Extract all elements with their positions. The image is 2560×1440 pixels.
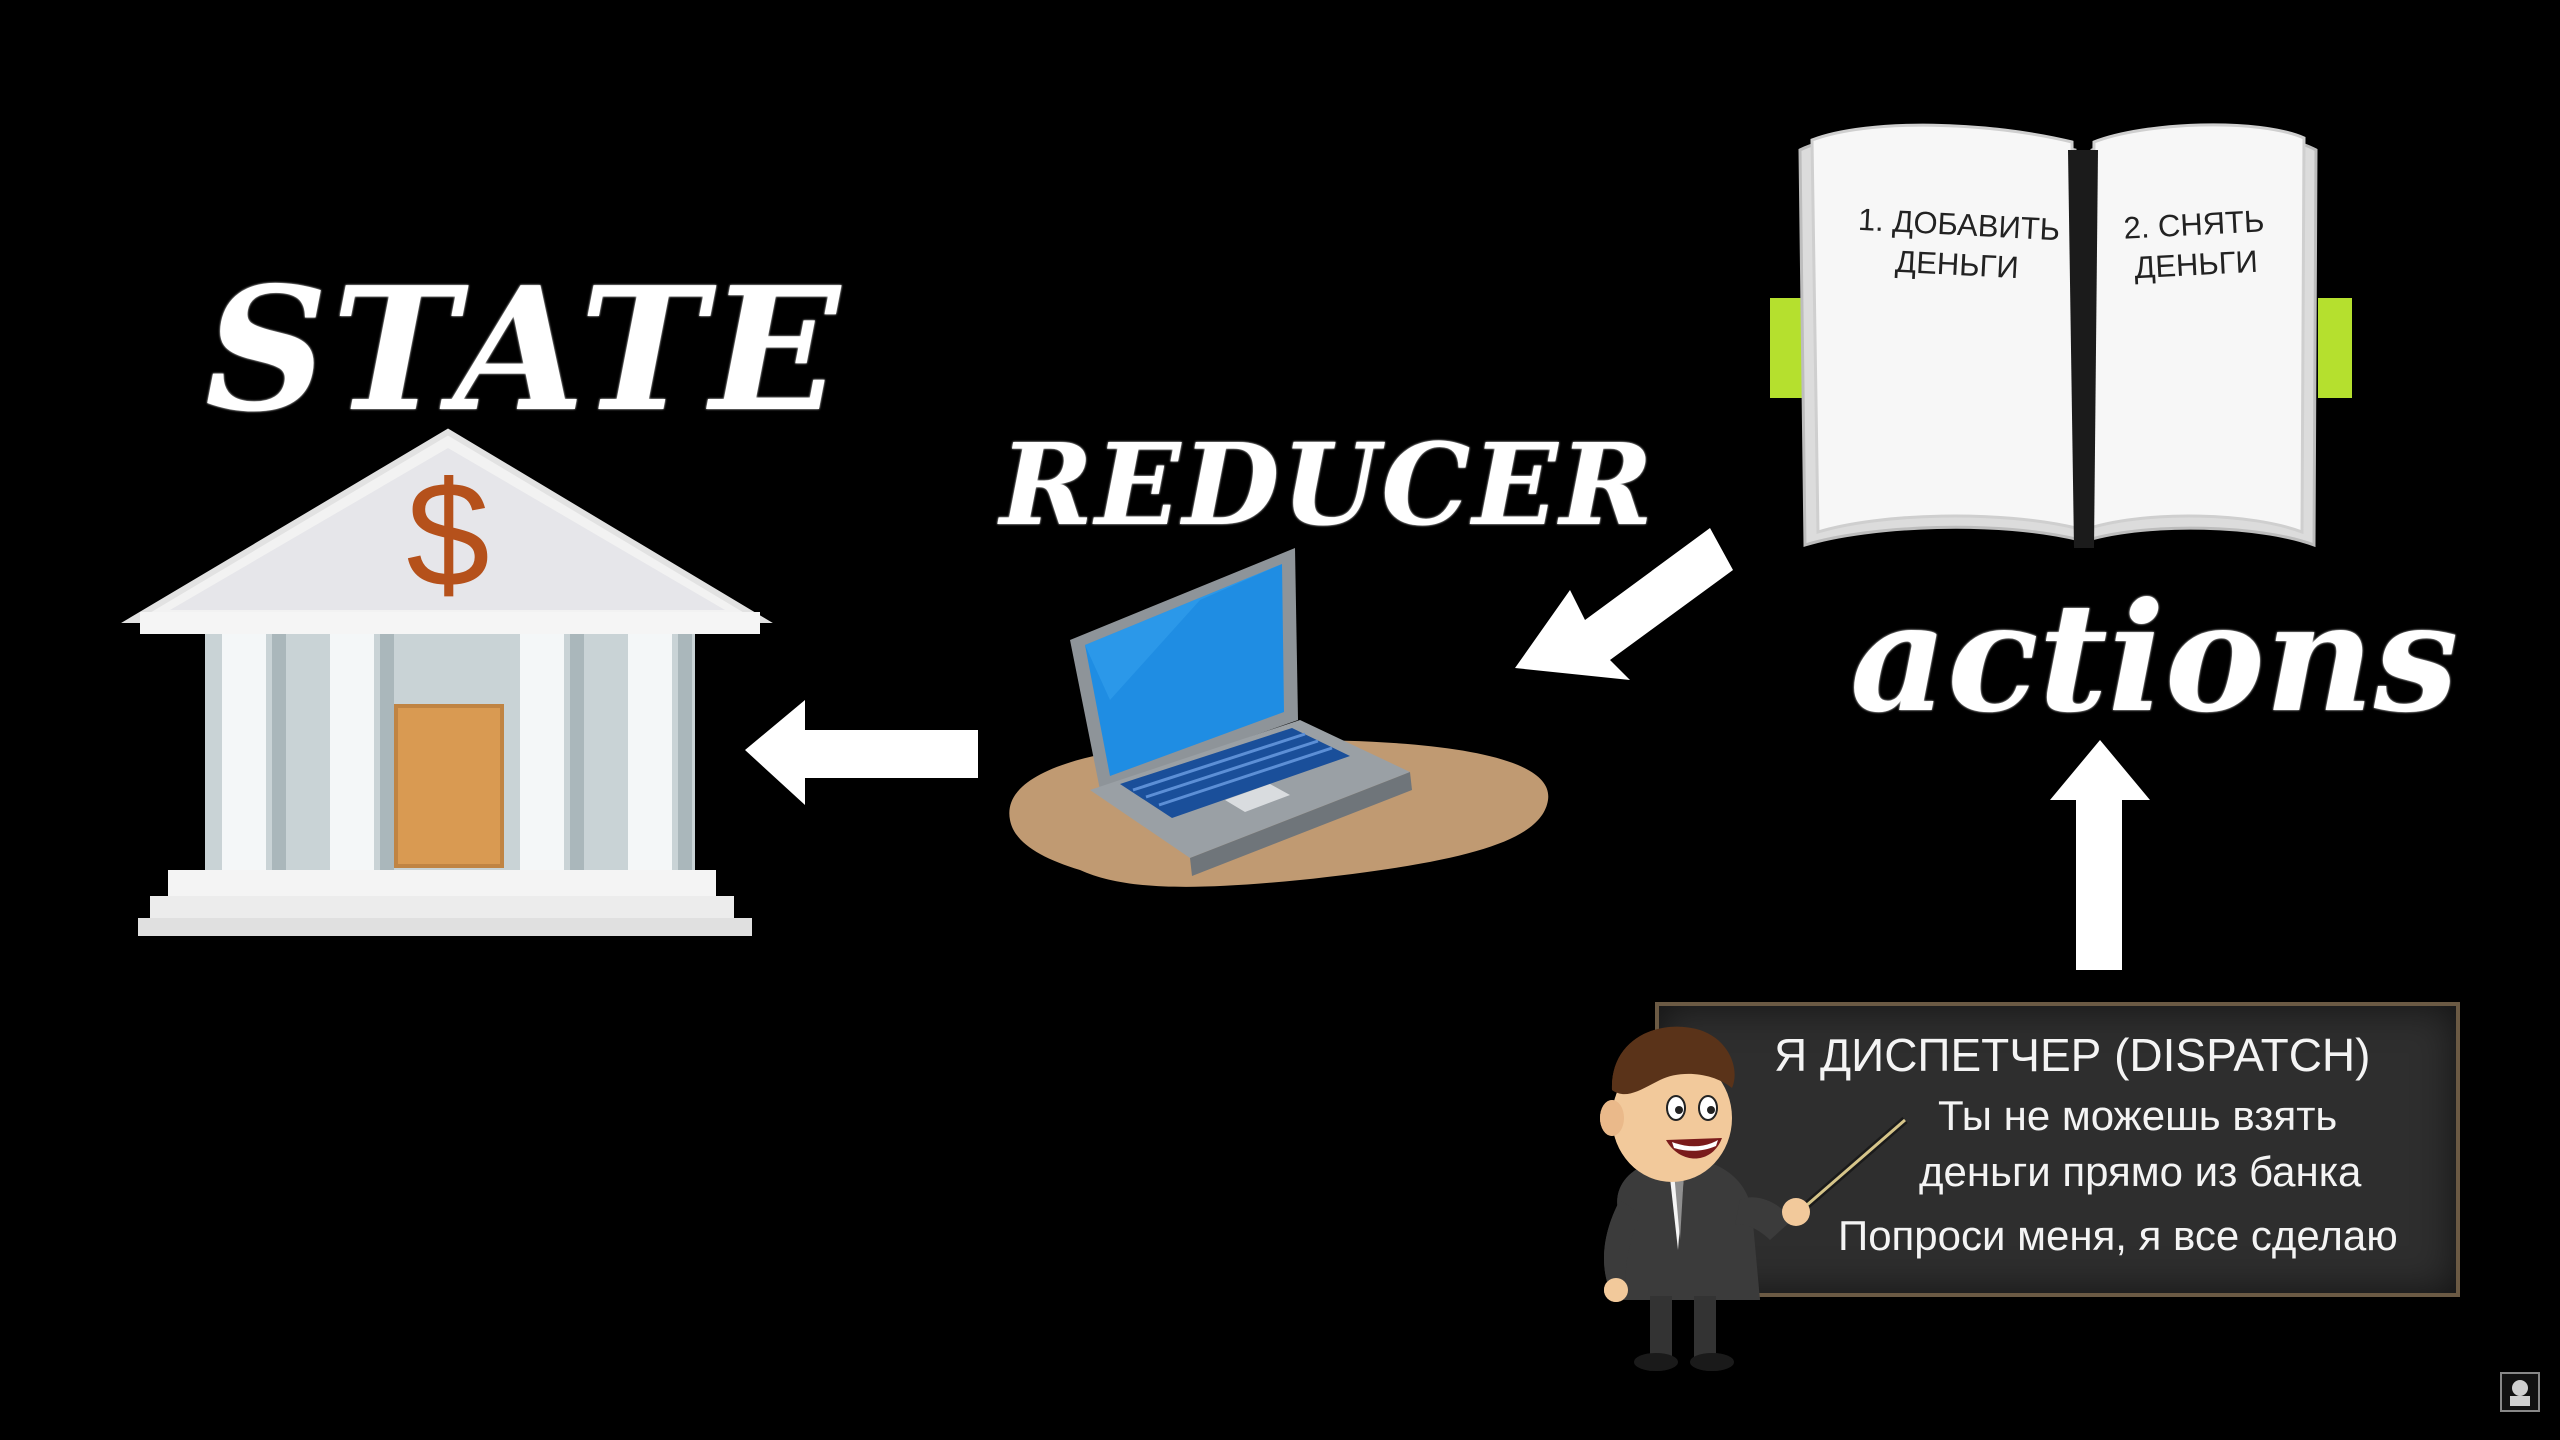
- arrow-dispatch-to-actions: [2050, 740, 2150, 970]
- arrow-reducer-to-state: [745, 700, 978, 805]
- open-book-icon: [1770, 123, 2352, 548]
- board-title: Я ДИСПЕТЧЕР (DISPATCH): [1774, 1029, 2371, 1081]
- dollar-sign-icon: $: [406, 450, 489, 618]
- reducer-label: REDUCER: [1000, 420, 1655, 551]
- laptop-icon: [1009, 548, 1549, 887]
- channel-logo-icon[interactable]: [2500, 1372, 2540, 1412]
- actions-label: actions: [1850, 570, 2459, 746]
- bank-icon: [121, 428, 773, 936]
- arrow-actions-to-reducer: [1515, 528, 1733, 680]
- book-page-add-money: 1. ДОБАВИТЬ ДЕНЬГИ: [1857, 201, 2061, 286]
- svg-text:$: $: [406, 450, 489, 618]
- board-line-3: Попроси меня, я все сделаю: [1838, 1212, 2398, 1259]
- board-line-2: деньги прямо из банка: [1919, 1148, 2362, 1195]
- state-label: STATE: [205, 250, 844, 450]
- dispatch-chalkboard: [1655, 1002, 2460, 1297]
- board-line-1: Ты не можешь взять: [1938, 1092, 2338, 1139]
- book-page-withdraw-money: 2. СНЯТЬ ДЕНЬГИ: [2122, 203, 2266, 286]
